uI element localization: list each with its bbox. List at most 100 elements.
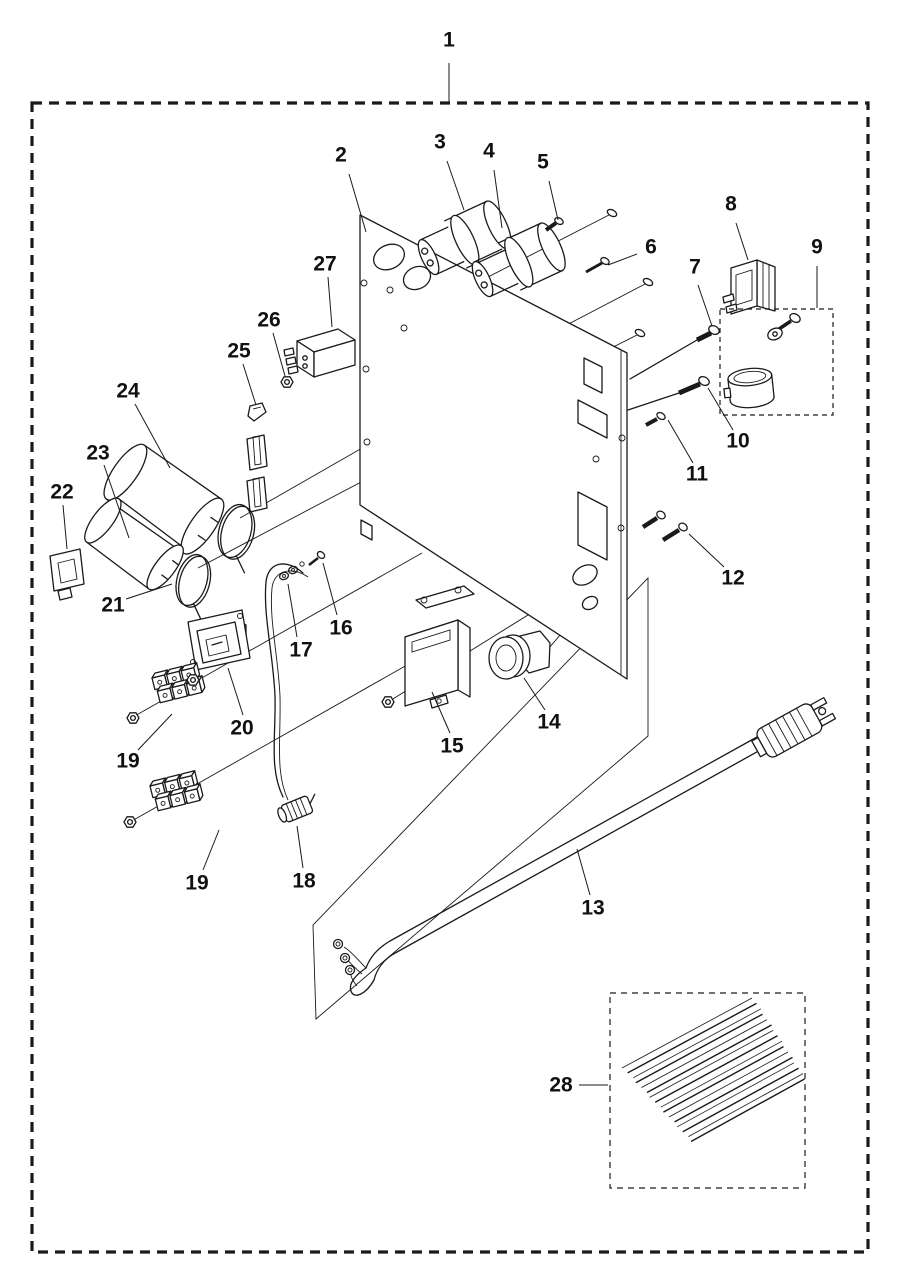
callout-leader-27 [327,276,333,328]
callout-leader-7 [697,284,713,327]
callout-leader-20 [227,667,244,716]
capacitor-24 [103,443,225,555]
callout-label-2: 2 [335,144,347,167]
wire-assembly-18 [264,563,316,823]
nut [381,696,395,708]
screw-small [645,411,666,427]
callout-leader-11 [667,419,694,464]
cable-tie-kit-28 [609,992,806,1189]
callout-leader-12 [688,533,725,568]
callout-leader-13 [576,848,591,896]
callout-label-5: 5 [537,151,549,174]
callout-label-6: 6 [645,236,657,259]
relay-15 [404,585,475,709]
nut-26 [280,376,294,388]
panel-cutout [360,519,373,541]
callout-label-18: 18 [292,870,316,893]
panel-cutout [577,491,608,561]
callout-leader-2 [348,173,367,233]
callout-label-4: 4 [483,140,495,163]
callout-label-21: 21 [101,594,125,617]
panel-cutout [583,357,603,394]
callout-leader-23 [103,464,130,539]
nut [123,816,137,828]
callout-label-14: 14 [537,711,561,734]
callout-leader-6 [607,253,638,266]
mounting-panel [359,214,628,680]
callout-label-23: 23 [86,442,109,465]
callout-label-26: 26 [257,309,280,332]
callout-label-27: 27 [313,253,336,276]
capacitor-23 [84,497,184,591]
washer [767,327,783,341]
callout-leader-16 [322,562,338,616]
callout-label-9: 9 [811,236,823,259]
screw-7 [629,324,720,380]
callout-label-8: 8 [725,193,737,216]
callout-label-28: 28 [549,1074,573,1097]
callout-label-16: 16 [329,617,352,640]
callout-leader-5 [548,180,559,221]
callout-leader-14 [523,677,546,711]
outlet-20 [187,609,251,671]
callout-leader-26 [272,332,286,377]
callout-leader-3 [446,160,465,211]
callout-leader-19 [202,829,220,871]
terminal-block-19 [149,770,204,812]
callout-label-11: 11 [686,463,709,486]
callout-label-1: 1 [443,29,455,52]
inlet-connector-8 [722,259,776,315]
clip-25 [247,402,267,422]
callout-leader-24 [134,403,171,469]
callout-leader-25 [242,363,257,406]
callout-label-19: 19 [116,750,139,773]
callout-label-13: 13 [581,897,604,920]
screw-5 [544,216,564,232]
callout-label-10: 10 [726,430,749,453]
cable-clip [246,476,268,513]
cable-ties [621,997,805,1143]
cable-clip [246,434,268,471]
callout-label-20: 20 [230,717,253,740]
callout-label-15: 15 [440,735,464,758]
callout-label-22: 22 [50,481,73,504]
panel-cutout [577,399,608,439]
power-plug [751,697,837,758]
chassis-outline [312,576,649,1020]
callout-leader-18 [296,825,304,869]
callout-label-12: 12 [721,567,744,590]
screw-16 [308,550,326,566]
callout-label-25: 25 [227,340,251,363]
screw-6 [585,256,610,274]
callout-leader-19 [137,713,173,751]
screws-12 [641,510,688,542]
capacitor-clamp-21 [217,503,256,574]
callout-leader-8 [735,222,749,261]
callout-leader-22 [62,504,68,550]
callout-label-17: 17 [289,639,312,662]
callout-leader-17 [287,583,298,638]
capacitor-clamp-21 [175,553,212,621]
callout-leader-4 [493,169,503,229]
bracket-22 [49,548,85,601]
callout-label-24: 24 [116,380,140,403]
hardware-box-9 [719,308,834,416]
callout-leader-15 [431,691,451,734]
callout-label-19: 19 [185,872,208,895]
circuit-breaker-4 [471,222,566,298]
callout-leader-21 [125,583,173,600]
clamp-10 [723,367,775,409]
callout-label-7: 7 [689,256,701,279]
circuit-breaker-3 [417,200,512,276]
ring-terminal [332,938,356,976]
power-cord-13 [332,697,837,996]
relay-27 [283,328,356,378]
enclosure-dashed-border [30,101,870,1254]
callout-leader-10 [707,387,734,431]
screw-11 [627,375,710,411]
callout-label-3: 3 [434,131,446,154]
cable-gland-14 [488,630,551,680]
